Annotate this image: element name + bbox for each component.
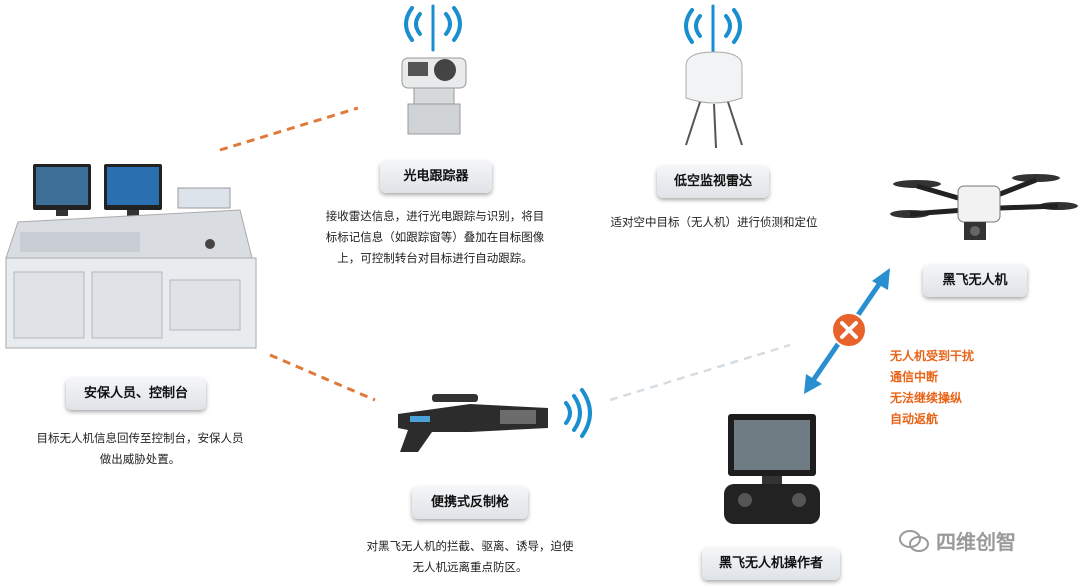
control-label: 安保人员、控制台 (66, 378, 206, 410)
desc-line: 适对空中目标（无人机）进行侦测和定位 (596, 212, 832, 233)
gun-label: 便携式反制枪 (412, 487, 528, 519)
drone-label: 黑飞无人机 (923, 265, 1027, 297)
watermark-text: 四维创智 (936, 526, 1016, 555)
desc-line: 接收雷达信息，进行光电跟踪与识别，将目 (310, 206, 560, 227)
effect-item: 自动返航 (890, 409, 974, 430)
operator-label: 黑飞无人机操作者 (702, 548, 840, 580)
gun-description: 对黑飞无人机的拦截、驱离、诱导，迫使 无人机远离重点防区。 (356, 536, 584, 578)
watermark: 四维创智 (898, 526, 1016, 555)
desc-line: 上，可控制转台对目标进行自动跟踪。 (310, 248, 560, 269)
tracker-label: 光电跟踪器 (380, 161, 492, 193)
desc-line: 对黑飞无人机的拦截、驱离、诱导，迫使 (356, 536, 584, 557)
desc-line: 标标记信息（如跟踪窗等）叠加在目标图像 (310, 227, 560, 248)
tracker-description: 接收雷达信息，进行光电跟踪与识别，将目 标标记信息（如跟踪窗等）叠加在目标图像 … (310, 206, 560, 269)
effect-item: 无法继续操纵 (890, 388, 974, 409)
desc-line: 做出威胁处置。 (20, 449, 260, 470)
radar-label: 低空监视雷达 (657, 166, 769, 198)
effect-item: 通信中断 (890, 367, 974, 388)
effect-item: 无人机受到干扰 (890, 346, 974, 367)
jamming-effects-list: 无人机受到干扰 通信中断 无法继续操纵 自动返航 (890, 346, 974, 430)
control-description: 目标无人机信息回传至控制台，安保人员 做出威胁处置。 (20, 428, 260, 470)
desc-line: 目标无人机信息回传至控制台，安保人员 (20, 428, 260, 449)
wechat-icon (898, 528, 930, 554)
radar-description: 适对空中目标（无人机）进行侦测和定位 (596, 212, 832, 233)
desc-line: 无人机远离重点防区。 (356, 557, 584, 578)
